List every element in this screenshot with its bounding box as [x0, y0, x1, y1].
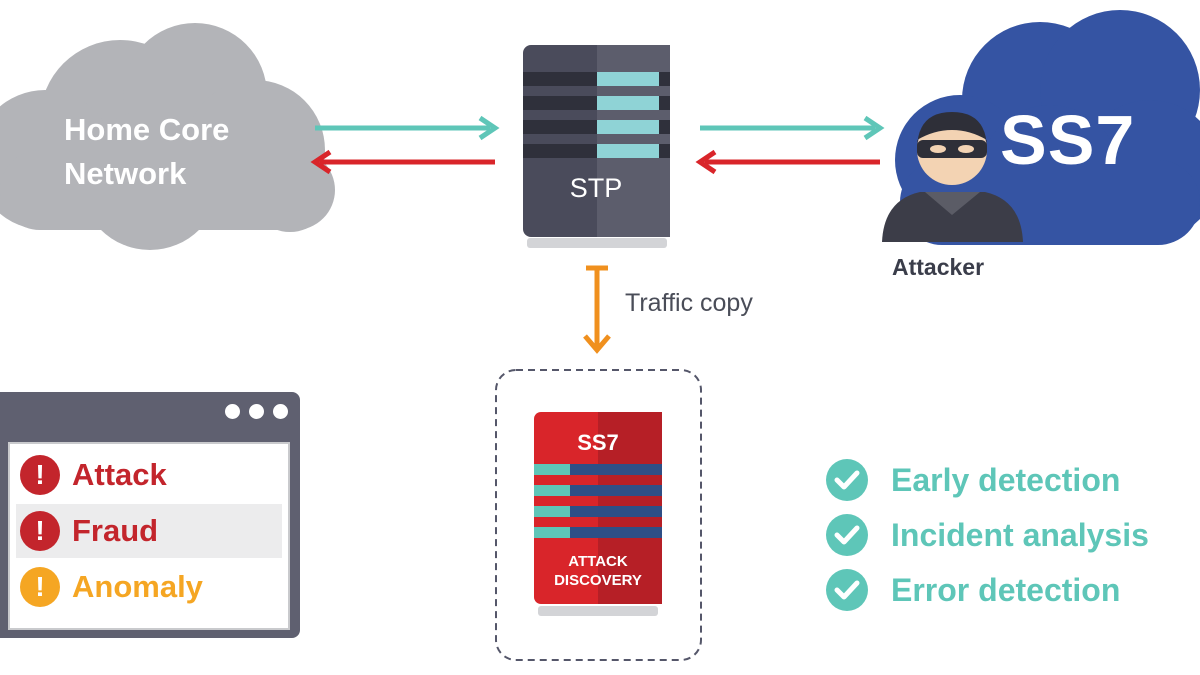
arrowhead-home-to-stp: [478, 115, 500, 141]
ss7-cloud: [895, 10, 1200, 245]
exclamation-icon: !: [20, 455, 60, 495]
attacker-label: Attacker: [892, 254, 985, 280]
arrowhead-stp-to-home: [310, 149, 332, 175]
benefit-error-detection: Error detection: [825, 568, 1120, 612]
probe-container: [495, 369, 702, 661]
alerts-window: ! Attack ! Fraud ! Anomaly: [0, 392, 300, 638]
alert-item-attack: ! Attack: [16, 448, 282, 502]
benefit-incident-analysis: Incident analysis: [825, 513, 1149, 557]
home-network-cloud: [0, 23, 335, 250]
window-dot-icon: [225, 404, 240, 419]
probe-server: [534, 412, 662, 616]
arrowhead-stp-to-ss7: [863, 115, 885, 141]
benefit-label: Early detection: [891, 461, 1121, 498]
home-network-label: Home Core Network: [64, 108, 324, 196]
window-dot-icon: [249, 404, 264, 419]
alert-label: Attack: [72, 457, 167, 492]
check-circle-icon: [826, 459, 868, 501]
arrowhead-ss7-to-stp: [695, 149, 717, 175]
alert-label: Fraud: [72, 513, 159, 548]
check-circle-icon: [826, 569, 868, 611]
traffic-copy-arrow: [583, 265, 611, 354]
stp-server: [523, 45, 670, 248]
probe-line1: ATTACK: [568, 553, 628, 570]
alert-item-fraud: ! Fraud: [16, 504, 282, 558]
probe-title: SS7: [577, 430, 619, 455]
stp-label: STP: [570, 173, 623, 203]
benefit-label: Error detection: [891, 571, 1121, 608]
attacker-figure: [882, 112, 1023, 242]
window-dots: [225, 404, 288, 419]
alerts-window-titlebar: [0, 392, 300, 432]
benefit-early-detection: Early detection: [825, 458, 1120, 502]
alert-item-anomaly: ! Anomaly: [16, 560, 282, 614]
check-circle-icon: [826, 514, 868, 556]
benefit-label: Incident analysis: [891, 516, 1149, 553]
ss7-cloud-label: SS7: [1000, 101, 1136, 179]
alerts-list: ! Attack ! Fraud ! Anomaly: [8, 442, 290, 630]
probe-line2: DISCOVERY: [554, 572, 642, 589]
exclamation-icon: !: [20, 567, 60, 607]
traffic-copy-label: Traffic copy: [625, 289, 753, 317]
window-dot-icon: [273, 404, 288, 419]
exclamation-icon: !: [20, 511, 60, 551]
home-network-label-line1: Home Core: [64, 112, 230, 147]
home-network-label-line2: Network: [64, 156, 187, 191]
alert-label: Anomaly: [72, 569, 203, 604]
